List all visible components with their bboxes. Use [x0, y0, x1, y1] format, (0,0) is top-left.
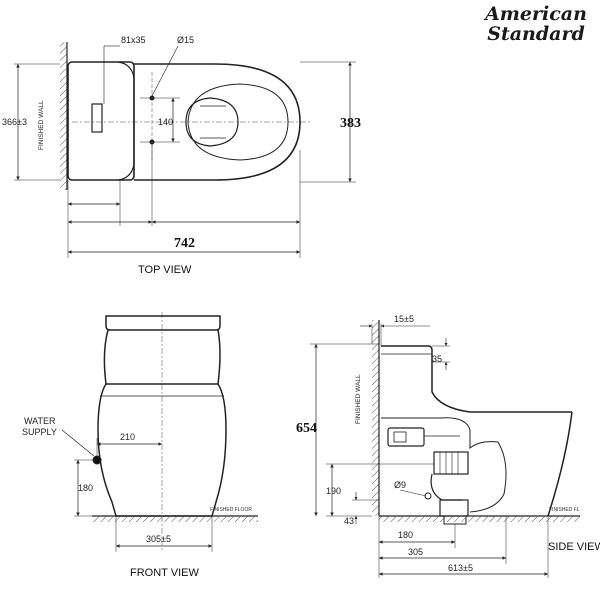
side-dim-rough-in: 180 — [398, 530, 413, 540]
top-dim-hole-spacing: 140 — [158, 117, 173, 127]
front-tank-lid — [105, 315, 221, 331]
front-floor-hatch — [92, 516, 258, 522]
side-dim-inlet-dia: Ø9 — [394, 480, 406, 490]
front-view-caption: FRONT VIEW — [130, 567, 199, 579]
side-view — [310, 320, 580, 578]
side-view-caption: SIDE VIEW — [548, 541, 600, 553]
front-dim-supply-height: 180 — [78, 483, 93, 493]
top-view — [14, 42, 356, 258]
side-bowl-front — [547, 411, 573, 517]
top-dim-length: 742 — [174, 236, 195, 251]
front-dim-supply-offset: 210 — [120, 432, 135, 442]
top-wall-hatch — [60, 42, 67, 190]
side-dim-inlet-height: 190 — [326, 486, 341, 496]
side-trap-section — [433, 451, 469, 475]
side-inlet-box — [387, 427, 425, 447]
top-tank-outline — [67, 61, 135, 181]
front-dim-base-width: 305±5 — [146, 534, 171, 544]
brand-line2: Standard — [487, 23, 585, 45]
side-wall-hatch — [372, 320, 379, 516]
top-wall-label: FINISHED WALL — [38, 100, 45, 150]
side-tank-outline — [381, 345, 572, 413]
side-dim-height: 654 — [296, 421, 317, 436]
side-outlet-flange — [439, 499, 469, 517]
side-wall-label: FINISHED WALL — [355, 374, 362, 424]
top-view-caption: TOP VIEW — [138, 264, 192, 276]
side-dim-tank-step: 35 — [432, 354, 442, 364]
side-dim-base-depth: 305 — [408, 547, 423, 557]
top-dim-hole-dia: Ø15 — [177, 35, 194, 45]
side-floor-hatch — [379, 516, 580, 522]
front-water-supply-label-1: WATER — [24, 416, 56, 426]
top-dim-outlet-size: 81x35 — [121, 35, 146, 45]
front-water-supply-label-2: SUPPLY — [22, 427, 57, 437]
brand-line1: American — [485, 3, 587, 25]
top-outlet-rect — [91, 103, 103, 133]
side-floor-label: FINISHED FL — [549, 507, 580, 513]
side-dim-total-depth: 613±5 — [448, 563, 473, 573]
side-dim-wall-gap: 15±5 — [394, 314, 414, 324]
top-dim-outlet-offset: 366±3 — [2, 117, 27, 127]
top-seat-opening — [185, 97, 239, 147]
front-floor-label: FINISHED FLOOR — [210, 507, 252, 513]
front-view — [61, 312, 258, 552]
side-trapway — [381, 417, 507, 513]
side-dim-floor-offset: 43 — [344, 516, 354, 526]
top-dim-width: 383 — [340, 116, 361, 131]
brand-logo: American Standard — [480, 4, 592, 44]
